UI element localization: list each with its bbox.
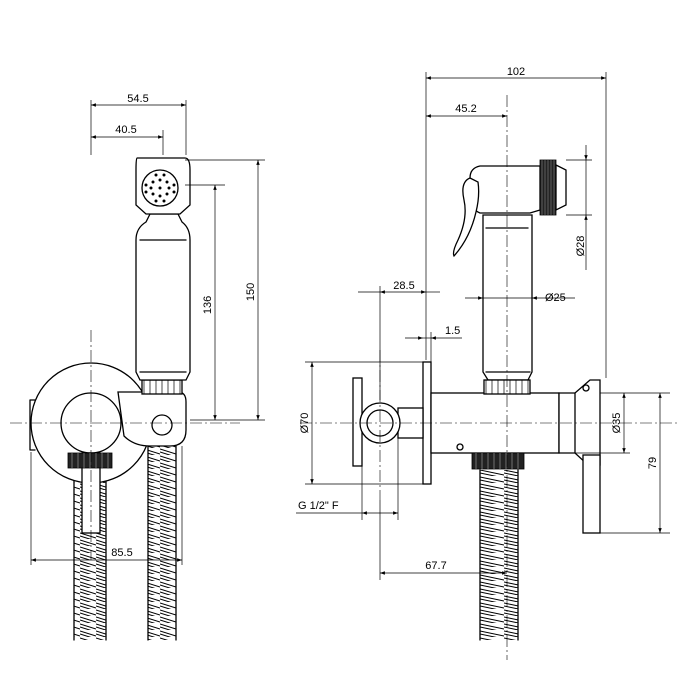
dim-79: 79: [647, 457, 659, 469]
hose-nut-right: [471, 452, 525, 470]
dim-54-5: 54.5: [127, 93, 148, 105]
left-hose-b: [147, 439, 177, 641]
dim-dia-70: Ø70: [299, 413, 311, 434]
dim-dia-25: Ø25: [545, 292, 566, 304]
handshower-front: [135, 157, 191, 395]
dim-1-5: 1.5: [445, 325, 460, 337]
dim-dia-35: Ø35: [611, 413, 623, 434]
lever-side: [582, 454, 601, 534]
dim-150: 150: [245, 283, 257, 301]
side-view: 102 45.2 Ø28 Ø25 28.5 1.5 Ø70: [296, 66, 680, 660]
trigger: [452, 177, 480, 258]
dim-28-5: 28.5: [393, 280, 414, 292]
dim-85-5: 85.5: [111, 547, 132, 559]
dim-dia-28: Ø28: [575, 236, 587, 257]
dim-102: 102: [507, 66, 525, 78]
dim-thread: G 1/2" F: [298, 500, 339, 512]
dim-45-2: 45.2: [455, 103, 476, 115]
dim-67-7: 67.7: [425, 560, 446, 572]
right-hose: [479, 469, 519, 641]
front-view: 54.5 40.5 136 150 85.5: [10, 93, 265, 641]
handshower-side: [452, 159, 567, 395]
dim-136: 136: [202, 296, 214, 314]
dim-40-5: 40.5: [115, 124, 136, 136]
holder-bracket: [117, 391, 187, 447]
